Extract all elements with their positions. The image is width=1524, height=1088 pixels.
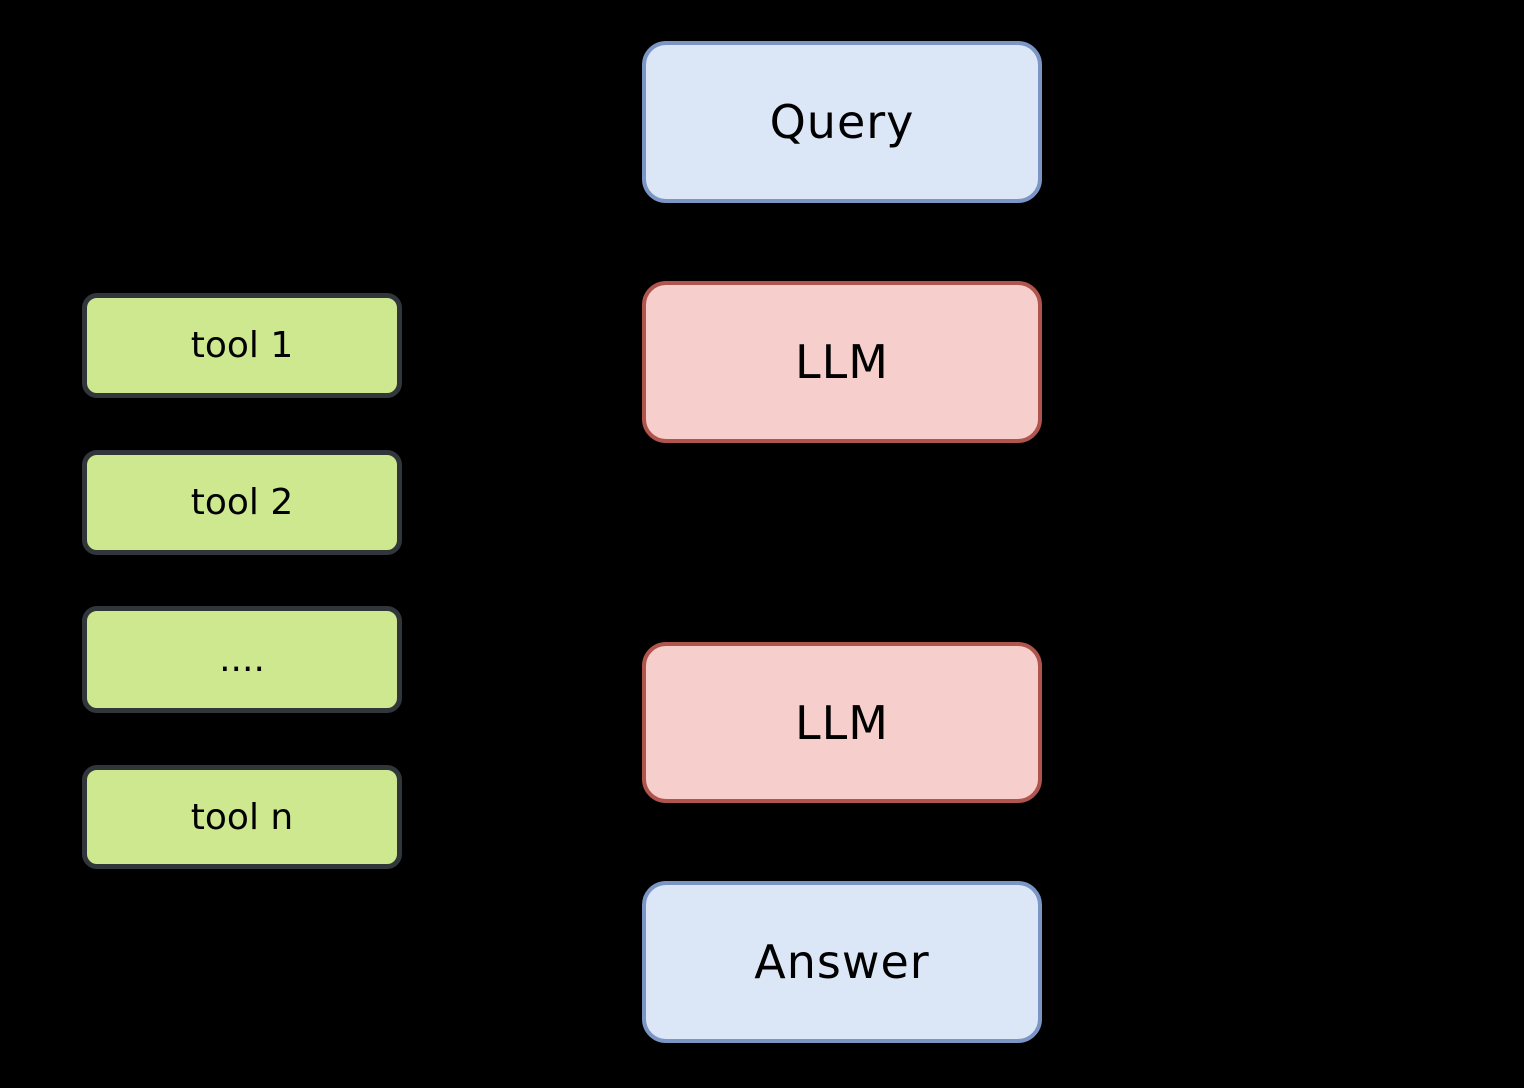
llm-node-1: LLM xyxy=(642,281,1042,443)
tool-ellipsis-label: .... xyxy=(219,639,265,680)
llm-2-label: LLM xyxy=(795,695,889,750)
tool-2-node: tool 2 xyxy=(82,450,402,555)
tool-1-label: tool 1 xyxy=(190,325,294,366)
llm-node-2: LLM xyxy=(642,642,1042,803)
query-node: Query xyxy=(642,41,1042,203)
query-label: Query xyxy=(769,95,915,149)
tool-ellipsis-node: .... xyxy=(82,606,402,713)
tool-2-label: tool 2 xyxy=(190,482,294,523)
llm-1-label: LLM xyxy=(795,335,889,389)
tool-n-node: tool n xyxy=(82,765,402,869)
answer-node: Answer xyxy=(642,881,1042,1043)
tool-1-node: tool 1 xyxy=(82,293,402,398)
answer-label: Answer xyxy=(754,935,930,989)
tool-n-label: tool n xyxy=(190,796,294,838)
